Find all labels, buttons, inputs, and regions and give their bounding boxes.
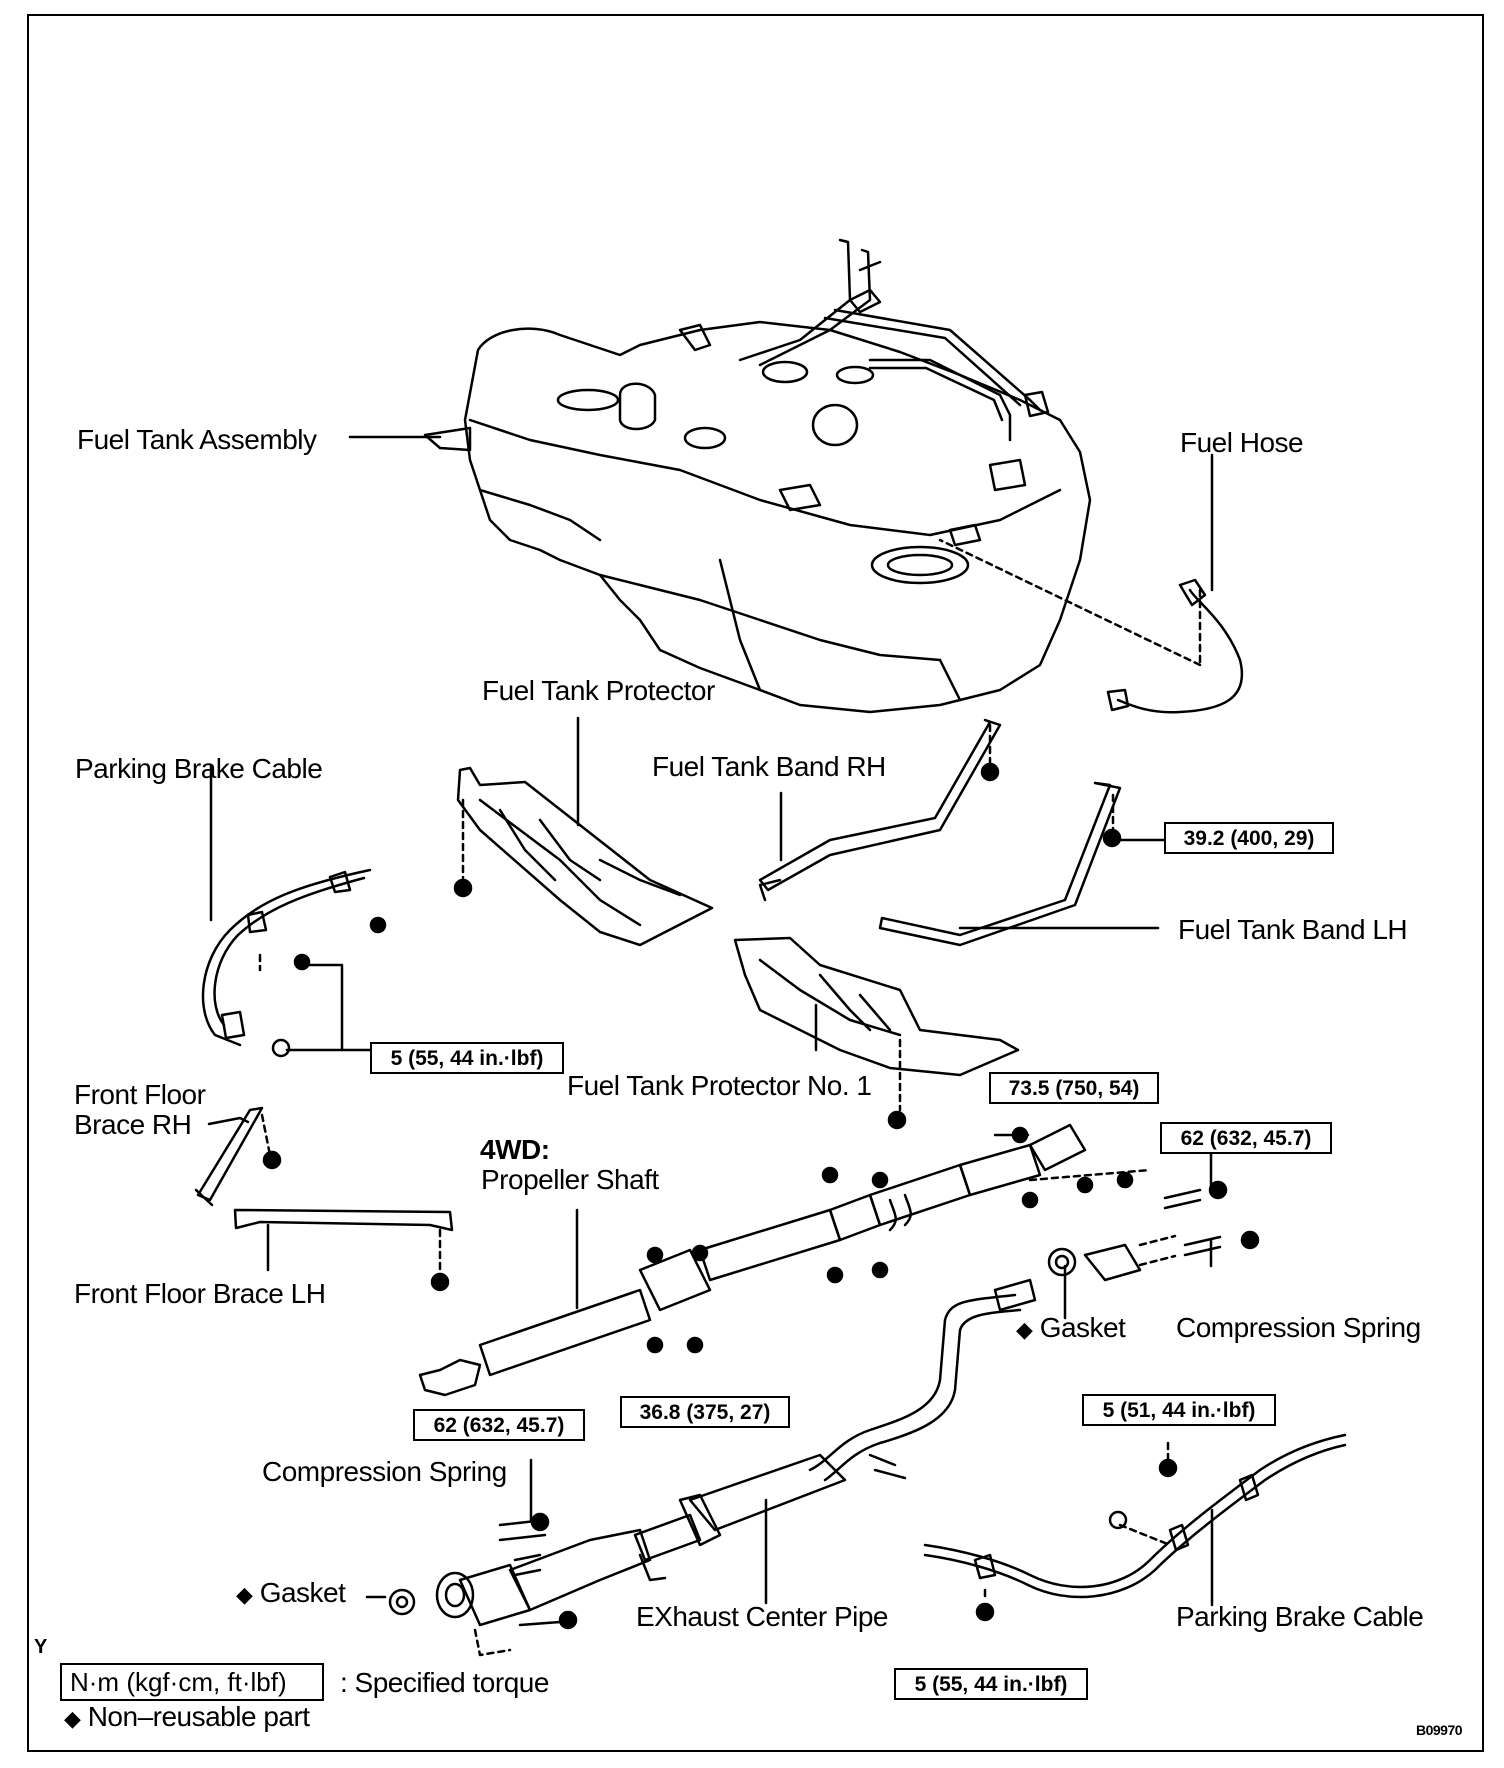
label-front-floor-brace-rh-line1: Front Floor <box>74 1079 206 1110</box>
label-fuel-tank-assembly: Fuel Tank Assembly <box>77 424 317 455</box>
torque-cable-rear-lower: 5 (55, 44 in.·lbf) <box>894 1668 1088 1700</box>
legend-non-reusable: ◆ Non–reusable part <box>64 1701 310 1735</box>
exhaust-center-pipe <box>435 1278 1037 1627</box>
label-4wd: 4WD: <box>480 1134 550 1165</box>
corner-mark: Y <box>34 1636 47 1658</box>
label-exhaust-center-pipe: EXhaust Center Pipe <box>636 1601 889 1632</box>
fuel-tank-protector-no1 <box>733 936 1020 1077</box>
front-floor-brace-rh <box>194 1106 264 1207</box>
torque-propeller-front: 73.5 (750, 54) <box>989 1072 1159 1104</box>
diamond-icon: ◆ <box>1016 1317 1033 1342</box>
label-gasket-right: ◆ Gasket <box>1016 1312 1126 1346</box>
diamond-icon: ◆ <box>236 1582 253 1607</box>
label-front-floor-brace-rh-line2: Brace RH <box>74 1109 192 1140</box>
torque-spring-left: 62 (632, 45.7) <box>413 1409 585 1441</box>
label-fuel-tank-band-lh: Fuel Tank Band LH <box>1178 914 1408 945</box>
diamond-icon: ◆ <box>64 1706 81 1731</box>
torque-band: 39.2 (400, 29) <box>1164 822 1334 854</box>
torque-cable-front: 5 (55, 44 in.·lbf) <box>370 1042 564 1074</box>
label-compression-spring-right: Compression Spring <box>1176 1312 1421 1343</box>
diagram-frame <box>27 14 1484 1752</box>
gasket-left-text: Gasket <box>259 1577 346 1608</box>
label-fuel-hose: Fuel Hose <box>1180 427 1304 458</box>
label-parking-brake-cable-front: Parking Brake Cable <box>75 753 323 784</box>
parking-brake-cable-front <box>201 868 372 1047</box>
label-propeller-shaft: Propeller Shaft <box>481 1164 659 1195</box>
gasket-right-text: Gasket <box>1039 1312 1126 1343</box>
figure-code: B09970 <box>1416 1722 1463 1738</box>
fuel-tank-band-rh <box>758 718 1002 902</box>
label-front-floor-brace-lh: Front Floor Brace LH <box>74 1278 326 1309</box>
parking-brake-cable-rear <box>923 1433 1347 1599</box>
legend-non-reusable-text: Non–reusable part <box>87 1701 310 1732</box>
label-compression-spring-left: Compression Spring <box>262 1456 507 1487</box>
label-fuel-tank-protector: Fuel Tank Protector <box>482 675 715 706</box>
torque-cable-rear-upper: 5 (51, 44 in.·lbf) <box>1082 1394 1276 1426</box>
fuel-hose <box>1106 578 1244 714</box>
propeller-shaft <box>418 1123 1087 1397</box>
torque-spring-right: 62 (632, 45.7) <box>1160 1122 1332 1154</box>
label-fuel-tank-band-rh: Fuel Tank Band RH <box>652 751 886 782</box>
front-floor-brace-lh <box>233 1208 454 1232</box>
legend-unit-text: : Specified torque <box>340 1667 549 1698</box>
torque-propeller-center: 36.8 (375, 27) <box>620 1396 790 1428</box>
legend-unit-box: N·m (kgf·cm, ft·lbf) <box>60 1663 324 1701</box>
fuel-tank-band-lh <box>878 781 1122 947</box>
fuel-tank-protector <box>456 766 714 947</box>
label-fuel-tank-protector-no1: Fuel Tank Protector No. 1 <box>567 1070 872 1101</box>
label-parking-brake-cable-rear: Parking Brake Cable <box>1176 1601 1424 1632</box>
label-gasket-left: ◆ Gasket <box>236 1577 346 1611</box>
fuel-tank-assembly <box>423 238 1092 714</box>
